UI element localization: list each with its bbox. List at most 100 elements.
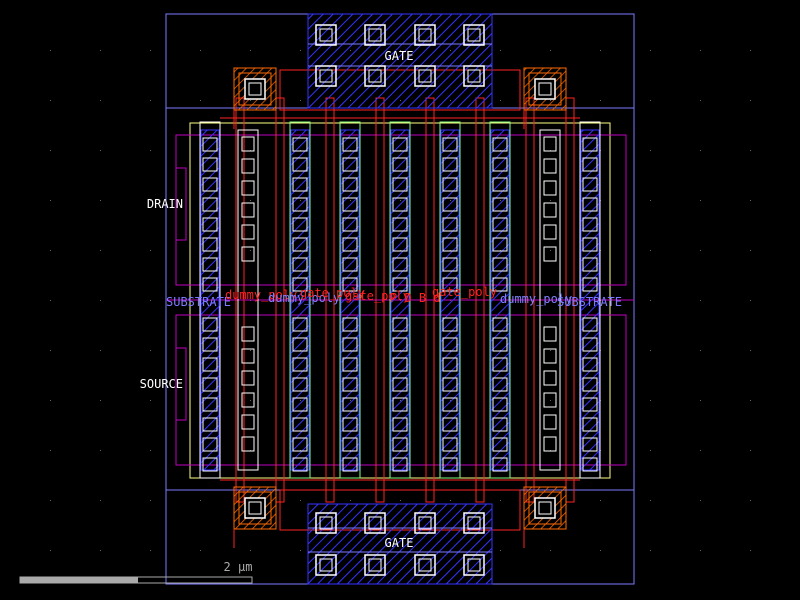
grid-dot xyxy=(700,550,701,551)
contact xyxy=(202,197,218,212)
gate-contact xyxy=(315,554,337,576)
contact xyxy=(582,277,598,292)
gate-contact-inner xyxy=(467,558,481,572)
contact xyxy=(492,457,508,472)
contact xyxy=(442,437,458,452)
contact xyxy=(582,397,598,412)
gate-contact-inner xyxy=(368,28,382,42)
contact xyxy=(292,137,308,152)
grid-dot xyxy=(200,550,201,551)
corner-vias xyxy=(233,67,567,548)
contact xyxy=(543,392,557,408)
grid-dot xyxy=(750,50,751,51)
grid-dot xyxy=(550,200,551,201)
grid-dot xyxy=(100,50,101,51)
drain-pin xyxy=(175,167,187,241)
source-pin xyxy=(175,347,187,421)
overlap-label: dummy_poly xyxy=(500,292,572,306)
grid-dot xyxy=(700,300,701,301)
grid-dot xyxy=(150,50,151,51)
contact xyxy=(392,417,408,432)
diffusion-column xyxy=(389,121,411,479)
contact xyxy=(292,417,308,432)
contact xyxy=(342,377,358,392)
metal-strap xyxy=(340,129,360,471)
grid-dot xyxy=(300,550,301,551)
gate-contacts xyxy=(315,24,485,576)
contact xyxy=(202,357,218,372)
grid-dot xyxy=(150,250,151,251)
contact xyxy=(241,436,255,452)
gate-contact-inner xyxy=(319,558,333,572)
contact xyxy=(392,137,408,152)
grid-dot xyxy=(600,100,601,101)
grid-dot xyxy=(250,50,251,51)
contact xyxy=(202,457,218,472)
contact xyxy=(392,177,408,192)
metal-strap xyxy=(490,129,510,471)
contact xyxy=(342,217,358,232)
grid-dot xyxy=(500,50,501,51)
gate-contact xyxy=(364,65,386,87)
contact xyxy=(202,397,218,412)
contact xyxy=(342,237,358,252)
contact xyxy=(202,217,218,232)
grid-dot xyxy=(150,550,151,551)
grid-dot xyxy=(50,250,51,251)
grid-dot xyxy=(750,450,751,451)
contact xyxy=(241,180,255,196)
grid-dot xyxy=(250,550,251,551)
contact xyxy=(292,197,308,212)
grid-dot xyxy=(500,550,501,551)
contact xyxy=(342,437,358,452)
contact xyxy=(582,437,598,452)
grid-dot xyxy=(600,50,601,51)
diffusion-column xyxy=(199,121,221,479)
contact xyxy=(202,417,218,432)
contact xyxy=(492,217,508,232)
contact xyxy=(342,277,358,292)
contact xyxy=(292,397,308,412)
via-ring xyxy=(528,72,562,106)
contact xyxy=(202,337,218,352)
grid-dot xyxy=(300,100,301,101)
contact xyxy=(241,414,255,430)
contact xyxy=(202,317,218,332)
via-cut-inner xyxy=(538,501,552,515)
gate-contact xyxy=(463,65,485,87)
scale-bar-label: 2 µm xyxy=(224,560,253,574)
grid-dot xyxy=(750,550,751,551)
grid-dot xyxy=(650,50,651,51)
drain-label: DRAIN xyxy=(147,197,183,211)
contact xyxy=(492,437,508,452)
contact xyxy=(492,177,508,192)
source-label: SOURCE xyxy=(140,377,183,391)
diffusion-column xyxy=(489,121,511,479)
contact xyxy=(582,137,598,152)
contact xyxy=(202,377,218,392)
grid-dot xyxy=(700,400,701,401)
gate-contact-inner xyxy=(368,69,382,83)
grid-dot xyxy=(100,550,101,551)
contact xyxy=(442,197,458,212)
dummy-diffusion xyxy=(539,129,561,471)
metal-strap xyxy=(200,129,220,471)
contact xyxy=(543,436,557,452)
via-cut-inner xyxy=(538,82,552,96)
grid-dot xyxy=(650,550,651,551)
gate-contact-inner xyxy=(467,28,481,42)
metal-strap xyxy=(440,129,460,471)
contact xyxy=(241,202,255,218)
grid-dot xyxy=(100,500,101,501)
grid-dot xyxy=(50,550,51,551)
contact xyxy=(582,457,598,472)
grid-dot xyxy=(550,50,551,51)
diffusion-column xyxy=(289,121,311,479)
gate-contact-inner xyxy=(319,28,333,42)
grid-dot xyxy=(600,500,601,501)
contact xyxy=(442,277,458,292)
grid-dot xyxy=(700,150,701,151)
contact xyxy=(582,177,598,192)
contact xyxy=(543,224,557,240)
